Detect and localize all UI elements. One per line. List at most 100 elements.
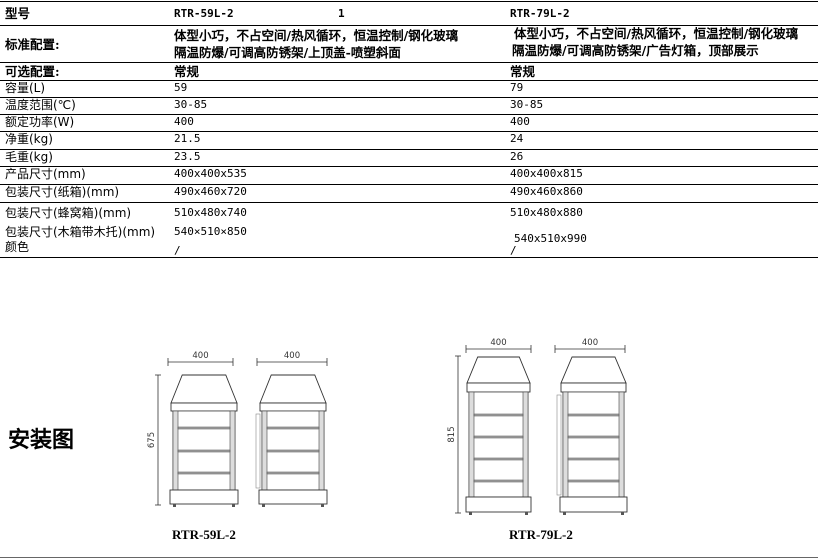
- table-divider: [0, 202, 818, 203]
- spec-col1-7: 510x480x740: [174, 206, 247, 219]
- cabinet-foot: [563, 512, 566, 515]
- cabinet-post: [318, 410, 325, 491]
- install-title: 安装图: [8, 428, 75, 453]
- cabinet-post: [261, 410, 268, 491]
- cabinet-shelf: [473, 435, 524, 439]
- spec-label-1: 温度范围(℃): [5, 98, 76, 112]
- cabinet-shelf: [177, 471, 231, 475]
- table-divider: [0, 97, 818, 98]
- cabinet-foot: [469, 512, 472, 515]
- spec-label-4: 毛重(kg): [5, 150, 53, 164]
- dimension-width: 400: [582, 338, 598, 348]
- cabinet-hood: [259, 374, 327, 404]
- spec-col2-1: 30-85: [510, 98, 544, 111]
- spec-label-3: 净重(kg): [5, 132, 53, 146]
- dimension-width: 400: [192, 351, 208, 361]
- dimension-width: 400: [490, 338, 506, 348]
- table-border: [0, 257, 818, 258]
- header-label: 型号: [5, 6, 31, 21]
- cabinet-foot: [321, 504, 324, 507]
- cabinet-base: [169, 489, 239, 505]
- cabinet-shelf: [567, 413, 620, 417]
- caption-model-1: RTR-59L-2: [172, 527, 236, 542]
- cabinet-base: [258, 489, 328, 505]
- caption-model-2: RTR-79L-2: [509, 527, 573, 542]
- cabinet-shelf: [266, 449, 320, 453]
- spec-col1-2: 400: [174, 115, 194, 128]
- table-divider: [0, 149, 818, 150]
- cabinet-side-door: [255, 413, 261, 489]
- spec-label-9: 颜色: [5, 240, 30, 254]
- optional-config-label: 可选配置:: [5, 64, 60, 79]
- cabinet-foot: [621, 512, 624, 515]
- cabinet-base: [559, 496, 628, 513]
- cabinet-base: [465, 496, 532, 513]
- spec-col1-8: 540×510×850: [174, 225, 247, 238]
- spec-col1-6: 490x460x720: [174, 185, 247, 198]
- cabinet-post: [468, 391, 475, 498]
- cabinet-band: [466, 382, 531, 393]
- standard-config-2-line2: 隔温防爆/可调高防锈架/广告灯箱，顶部展示: [512, 43, 759, 58]
- spec-col1-4: 23.5: [174, 150, 201, 163]
- spec-label-0: 容量(L): [5, 81, 46, 95]
- table-divider: [0, 184, 818, 185]
- cabinet-hood: [466, 356, 531, 384]
- optional-config-2: 常规: [510, 64, 536, 79]
- table-border: [0, 1, 818, 2]
- page-bottom-line: [0, 557, 818, 558]
- cabinet-shelf: [266, 426, 320, 430]
- spec-label-7: 包装尺寸(蜂窝箱)(mm): [5, 206, 132, 220]
- spec-col2-7: 510x480x880: [510, 206, 583, 219]
- spec-col1-1: 30-85: [174, 98, 208, 111]
- spec-col1-3: 21.5: [174, 132, 201, 145]
- spec-label-8: 包装尺寸(木箱带木托)(mm): [5, 225, 156, 239]
- header-mid: 1: [338, 7, 345, 20]
- standard-config-2-line1: 体型小巧，不占空间/热风循环，恒温控制/钢化玻璃: [514, 26, 799, 41]
- cabinet-body: [562, 391, 625, 498]
- cabinet-shelf: [567, 435, 620, 439]
- cabinet-foot: [173, 504, 176, 507]
- spec-col2-2: 400: [510, 115, 530, 128]
- standard-config-1-line1: 体型小巧，不占空间/热风循环，恒温控制/钢化玻璃: [174, 28, 459, 43]
- cabinet-post: [562, 391, 569, 498]
- header-model-2: RTR-79L-2: [510, 7, 570, 20]
- cabinet-foot: [262, 504, 265, 507]
- spec-col2-4: 26: [510, 150, 524, 163]
- table-divider: [0, 62, 818, 63]
- cabinet-band: [259, 402, 327, 412]
- cabinet-shelf: [177, 449, 231, 453]
- cabinet-post: [522, 391, 529, 498]
- cabinet-post: [172, 410, 179, 491]
- cabinet-shelf: [266, 471, 320, 475]
- cabinet-shelf: [567, 457, 620, 461]
- cabinet-shelf: [177, 426, 231, 430]
- header-model-1: RTR-59L-2: [174, 7, 234, 20]
- table-divider: [0, 80, 818, 81]
- spec-col2-9: /: [510, 244, 517, 257]
- cabinet-shelf: [473, 479, 524, 483]
- spec-col2-0: 79: [510, 81, 524, 94]
- dimension-height: 675: [147, 432, 157, 448]
- spec-col1-9: /: [174, 244, 181, 257]
- cabinet-side-door: [556, 394, 562, 496]
- cabinet-foot: [525, 512, 528, 515]
- table-divider: [0, 25, 818, 26]
- table-divider: [0, 131, 818, 132]
- spec-label-6: 包装尺寸(纸箱)(mm): [5, 185, 120, 199]
- dimension-height: 815: [447, 426, 457, 442]
- spec-col2-3: 24: [510, 132, 524, 145]
- spec-col2-8: 540x510x990: [514, 232, 587, 245]
- cabinet-hood: [170, 374, 238, 404]
- spec-col1-0: 59: [174, 81, 188, 94]
- cabinet-shelf: [473, 413, 524, 417]
- spec-col2-5: 400x400x815: [510, 167, 583, 180]
- spec-col2-6: 490x460x860: [510, 185, 583, 198]
- table-divider: [0, 166, 818, 167]
- dimension-width: 400: [284, 351, 300, 361]
- cabinet-post: [229, 410, 236, 491]
- table-divider: [0, 114, 818, 115]
- cabinet-shelf: [567, 479, 620, 483]
- cabinet-foot: [232, 504, 235, 507]
- cabinet-shelf: [473, 457, 524, 461]
